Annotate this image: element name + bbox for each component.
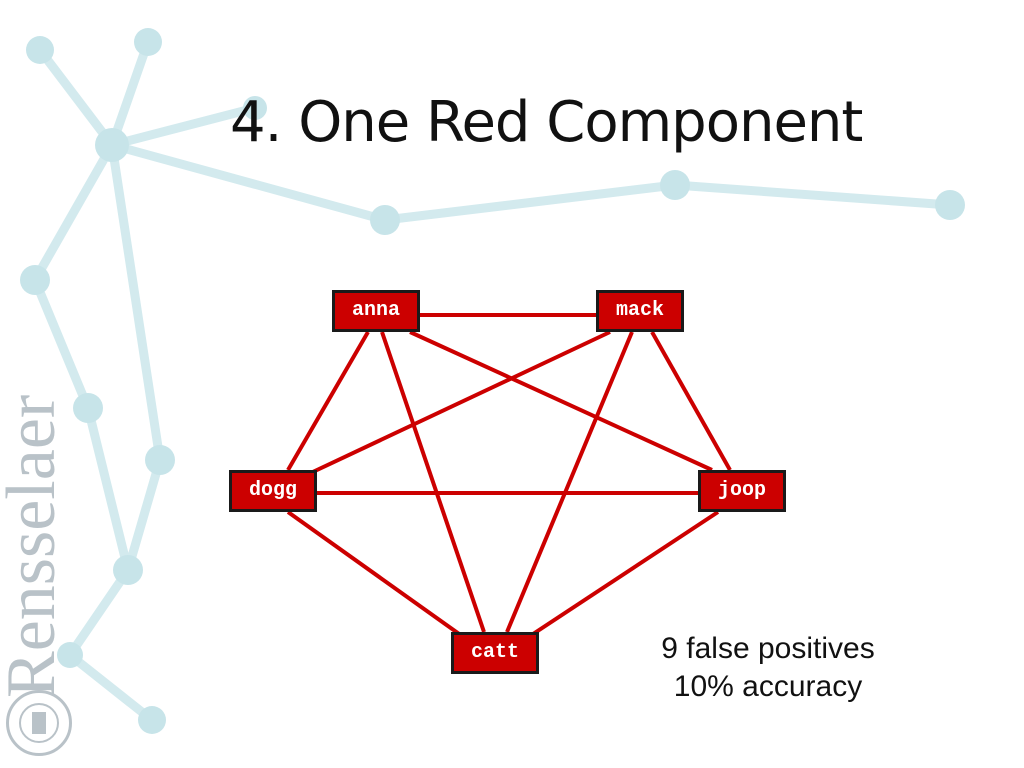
edge-mack-dogg — [299, 330, 611, 480]
graph-node-anna: anna — [332, 290, 420, 332]
institute-seal-icon — [6, 690, 72, 756]
accuracy-text: 10% accuracy — [673, 670, 863, 703]
edge-dogg-catt — [286, 510, 464, 638]
edge-mack-catt — [505, 331, 634, 633]
result-note: 9 false positives 10% accuracy — [628, 630, 908, 706]
edge-anna-joop — [409, 330, 713, 472]
graph-node-dogg: dogg — [229, 470, 317, 512]
slide-title: 4. One Red Component — [230, 90, 863, 155]
graph-node-catt: catt — [451, 632, 539, 674]
false-positives-text: 9 false positives — [661, 632, 875, 665]
graph-node-mack: mack — [596, 290, 684, 332]
edge-anna-dogg — [286, 330, 370, 472]
edge-anna-catt — [380, 331, 486, 633]
edge-mack-joop — [650, 331, 732, 471]
edge-joop-catt — [528, 510, 720, 638]
graph-node-joop: joop — [698, 470, 786, 512]
